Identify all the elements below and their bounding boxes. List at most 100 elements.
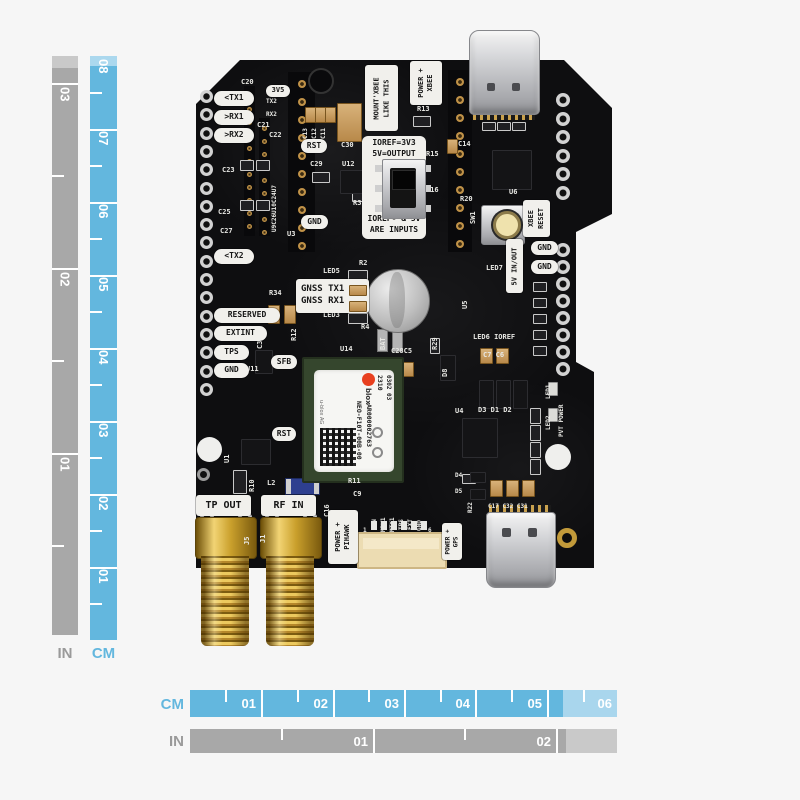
header-pin [247, 172, 252, 177]
ruler-number: 06 [96, 204, 111, 219]
label-box: TPS [214, 345, 249, 360]
header-pin [297, 242, 306, 250]
silk-label: R4 [361, 323, 370, 331]
silk-label: J5 [243, 536, 251, 545]
ruler-number: 03 [57, 87, 73, 102]
smd-component [496, 380, 511, 409]
usb-slot-icon [487, 83, 495, 91]
silk-label: TPS [398, 519, 405, 530]
silk-label: TX2 [266, 98, 277, 105]
solder-pad [556, 328, 570, 342]
silk-label: LED1 [545, 384, 552, 399]
solder-pad [200, 254, 213, 268]
solder-pad [556, 111, 570, 126]
smd-component [337, 103, 362, 142]
solder-pad [556, 167, 570, 181]
smd-component [533, 330, 547, 340]
silk-label: C21 [257, 121, 270, 129]
silk-label: R34 [269, 289, 282, 297]
ruler-line [261, 690, 263, 717]
header-pin [262, 126, 267, 131]
silk-label: LED5 [323, 267, 340, 275]
silk-label: D5 [455, 488, 463, 495]
smd-component [533, 314, 547, 324]
silk-label: U12 [342, 160, 355, 168]
label-box: POWER +PIHAWK [328, 510, 358, 564]
rf-pad [557, 528, 577, 548]
silk-label: C11 [320, 128, 327, 139]
silk-label: C13 [302, 128, 309, 139]
label-box: SFB [271, 355, 297, 369]
solder-pad [556, 148, 570, 163]
silk-label: U5 [461, 300, 469, 309]
ruler-line [90, 275, 117, 277]
label-box: GND [531, 241, 558, 255]
silk-label: LED6 IOREF [473, 333, 516, 341]
silk-label: U3 [287, 230, 296, 238]
header-pin [456, 168, 464, 176]
silk-label: 6 [428, 527, 432, 534]
header-pin [247, 185, 252, 190]
ruler-number: 05 [96, 277, 111, 292]
smd-component [349, 285, 367, 296]
silk-label: C30 [341, 141, 354, 149]
solder-pad [200, 108, 213, 122]
smd-component [470, 472, 486, 483]
silk-label: MRX1 [380, 517, 387, 532]
header-pin [456, 96, 464, 104]
label-box: 5V IN/OUT [506, 239, 523, 293]
left-ruler-in-unit: IN [57, 645, 73, 662]
ruler-line [90, 494, 117, 496]
smd-component [312, 172, 330, 183]
smd-component [512, 122, 526, 131]
smd-component [496, 348, 509, 364]
silk-label: C20 [241, 78, 254, 86]
smd-component [284, 305, 296, 324]
ruler-line [52, 83, 78, 85]
ruler-number: 02 [536, 733, 551, 749]
ruler-number: 02 [96, 496, 111, 511]
ruler-tick [90, 457, 103, 459]
ublox-label: blox NEO-F10T-00B-00 AR000002763 2310 03… [314, 370, 394, 472]
header-strip [259, 118, 270, 236]
silk-label: R11 [348, 477, 361, 485]
ruler-tick [464, 729, 466, 740]
solder-pad [200, 309, 213, 323]
silk-label: PVT POWER [558, 404, 565, 437]
header-pin [247, 224, 252, 229]
silk-label: C7 C6 [483, 351, 505, 359]
ruler-number: 01 [353, 733, 368, 749]
silk-label: U1 [223, 454, 231, 463]
solder-pad [556, 260, 570, 274]
smd-component [497, 122, 511, 131]
smd-component [470, 489, 486, 500]
silk-label: U14 [340, 345, 353, 353]
smd-component [440, 355, 456, 381]
header-pin [456, 150, 464, 158]
header-pin [297, 116, 306, 124]
header-pin [456, 114, 464, 122]
smd-component [533, 346, 547, 356]
smd-component [325, 107, 336, 123]
smd-component [479, 380, 494, 409]
ruler-cap [90, 56, 117, 66]
solder-pad [556, 130, 570, 144]
solder-pad [200, 218, 213, 232]
header-pin [456, 204, 464, 212]
silk-label: C25 [218, 208, 231, 216]
left-ruler-cm-unit: CM [91, 645, 116, 662]
silk-label: R12 [290, 328, 298, 341]
silk-label: LED2 [545, 415, 552, 430]
ublox-logo-icon [362, 373, 375, 386]
label-box: GND [301, 215, 328, 229]
label-box: RF IN [261, 495, 316, 516]
ruler-tick [52, 360, 64, 362]
label-box: POWER +XBEE [410, 61, 442, 105]
ruler-number: 06 [597, 696, 612, 711]
silk-label: C27 [220, 227, 233, 235]
silk-label: C22 [269, 131, 282, 139]
smd-component [240, 200, 254, 211]
solder-pad [200, 181, 213, 195]
